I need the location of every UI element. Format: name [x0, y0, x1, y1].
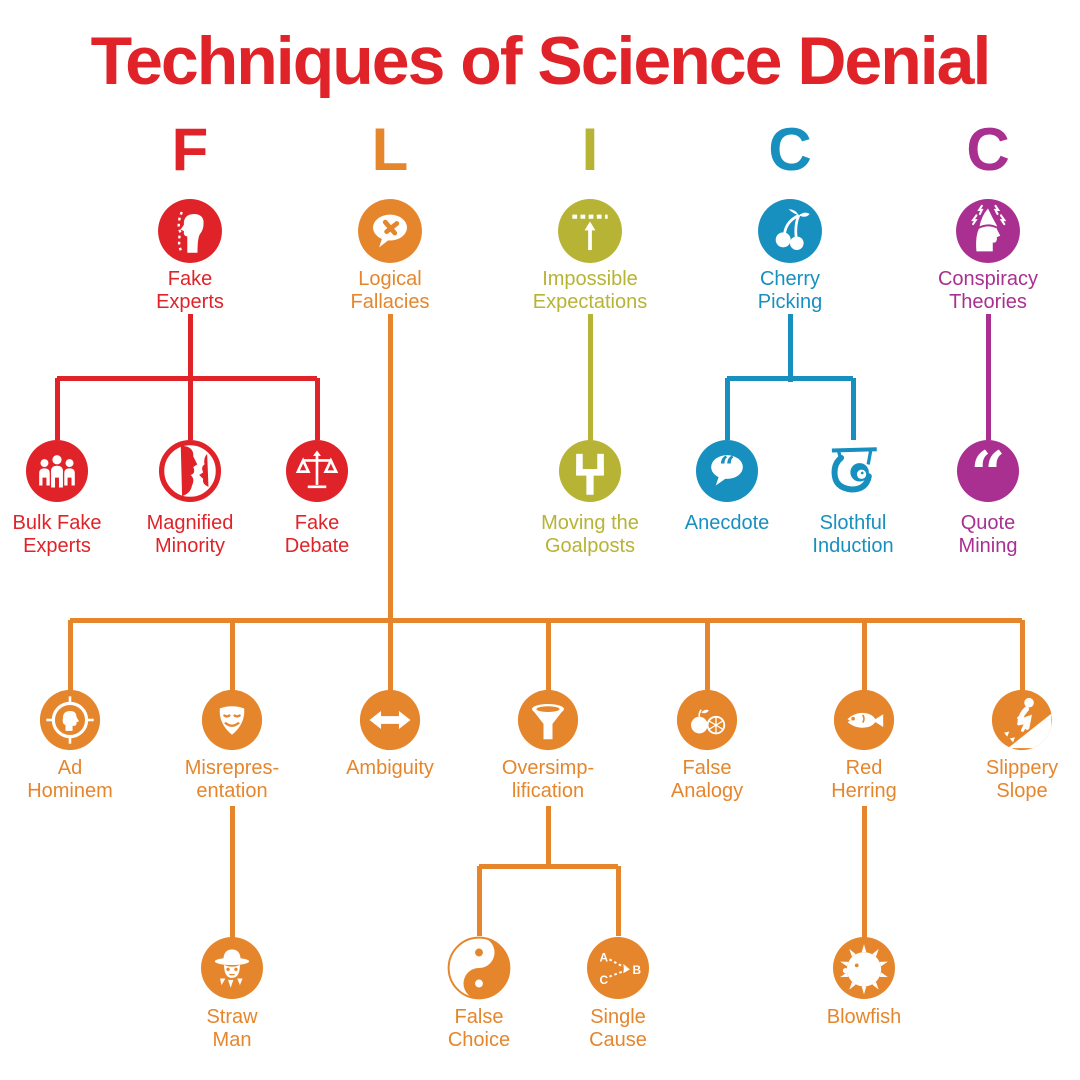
- logical-fallacies-label: Logical Fallacies: [350, 268, 430, 313]
- moving-goalposts-label: Moving the Goalposts: [541, 512, 639, 557]
- connector-line: [862, 806, 867, 938]
- connector-line: [68, 620, 73, 692]
- connector-line: [986, 314, 991, 440]
- letter-c1: C: [768, 116, 812, 183]
- quote-mining-icon: “: [956, 439, 1020, 504]
- conspiracy-theories-icon: [956, 199, 1020, 263]
- magnified-minority-label: Magnified Minority: [146, 512, 234, 557]
- connector-line: [851, 378, 856, 440]
- slippery-slope-icon: [991, 689, 1053, 751]
- slothful-induction-icon: [831, 447, 877, 493]
- svg-text:“: “: [719, 450, 735, 483]
- connector-line: [477, 866, 482, 936]
- anecdote-icon: “: [695, 439, 759, 503]
- page-title: Techniques of Science Denial: [90, 23, 992, 99]
- blowfish-icon: [832, 936, 896, 1000]
- connector-line: [725, 378, 730, 440]
- impossible-expectations-icon: [558, 199, 622, 263]
- conspiracy-theories-label: Conspiracy Theories: [937, 268, 1039, 313]
- red-herring-icon: [833, 689, 895, 751]
- connector-line: [1020, 620, 1025, 692]
- false-analogy-icon: [676, 689, 738, 751]
- connector-line: [230, 620, 235, 692]
- ambiguity-icon: [359, 689, 421, 751]
- blowfish-label: Blowfish: [826, 1006, 902, 1028]
- straw-man-label: Straw Man: [206, 1006, 258, 1051]
- letter-f: F: [171, 116, 209, 183]
- connector-line: [57, 376, 317, 381]
- cherry-picking-icon: [758, 199, 822, 263]
- misrepresentation-label: Misrepres- entation: [184, 757, 280, 802]
- letter-c2: C: [966, 116, 1010, 183]
- single-cause-label: Single Cause: [589, 1006, 647, 1051]
- logical-fallacies-icon: [358, 199, 422, 263]
- false-choice-label: False Choice: [447, 1006, 511, 1051]
- connector-line: [727, 376, 853, 381]
- connector-line: [55, 378, 60, 440]
- single-cause-icon: AC B: [586, 936, 650, 1000]
- anecdote-label: Anecdote: [684, 512, 770, 534]
- connector-line: [388, 314, 393, 624]
- ad-hominem-icon: [39, 689, 101, 751]
- ambiguity-label: Ambiguity: [346, 757, 434, 779]
- letter-i: I: [581, 116, 599, 183]
- misrepresentation-icon: [201, 689, 263, 751]
- fake-debate-icon: [285, 439, 349, 503]
- slothful-induction-label: Slothful Induction: [812, 512, 894, 557]
- connector-line: [705, 620, 710, 692]
- connector-line: [862, 620, 867, 692]
- svg-text:“: “: [971, 439, 1006, 504]
- connector-line: [546, 806, 551, 868]
- bulk-fake-experts-icon: [25, 439, 89, 503]
- connector-line: [230, 806, 235, 938]
- connector-line: [479, 864, 618, 869]
- moving-goalposts-icon: [558, 439, 622, 503]
- svg-text:C: C: [600, 973, 609, 987]
- cherry-picking-label: Cherry Picking: [757, 268, 823, 313]
- connector-line: [616, 866, 621, 936]
- straw-man-icon: [200, 936, 264, 1000]
- fake-experts-icon: [158, 199, 222, 263]
- connector-line: [546, 620, 551, 692]
- svg-text:A: A: [600, 950, 609, 964]
- magnified-minority-icon: [158, 439, 222, 503]
- oversimplification-icon: [517, 689, 579, 751]
- fake-debate-label: Fake Debate: [284, 512, 350, 557]
- slippery-slope-label: Slippery Slope: [985, 757, 1059, 802]
- oversimplification-label: Oversimp- lification: [501, 757, 595, 802]
- fake-experts-label: Fake Experts: [156, 268, 224, 313]
- impossible-expectations-label: Impossible Expectations: [532, 268, 648, 313]
- connector-line: [788, 314, 793, 382]
- connector-line: [388, 620, 393, 692]
- quote-mining-label: Quote Mining: [958, 512, 1018, 557]
- bulk-fake-experts-label: Bulk Fake Experts: [12, 512, 102, 557]
- false-analogy-label: False Analogy: [670, 757, 744, 802]
- svg-text:B: B: [633, 963, 642, 977]
- letter-l: L: [371, 116, 409, 183]
- ad-hominem-label: Ad Hominem: [27, 757, 113, 802]
- connector-line: [315, 378, 320, 440]
- red-herring-label: Red Herring: [831, 757, 897, 802]
- connector-line: [588, 314, 593, 440]
- false-choice-icon: [447, 936, 511, 1000]
